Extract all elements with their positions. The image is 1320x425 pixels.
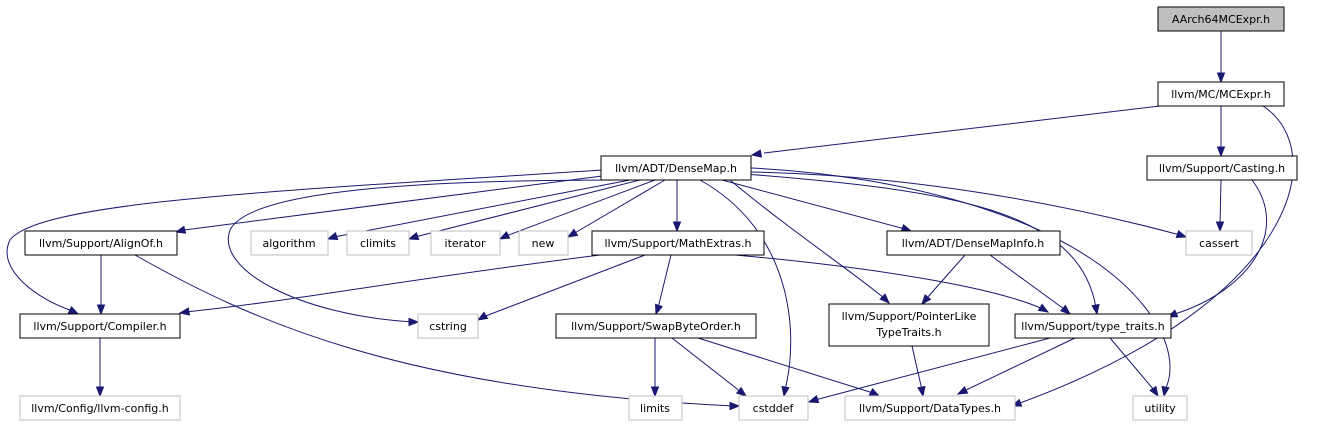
- edge-swapbyteorder-to-datatypes: [697, 337, 881, 397]
- edge-densemap-to-alignof: [174, 174, 611, 234]
- node-compiler[interactable]: llvm/Support/Compiler.h: [19, 313, 181, 339]
- node-densemap[interactable]: llvm/ADT/DenseMap.h: [600, 155, 752, 181]
- node-label: llvm/Config/llvm-config.h: [31, 402, 169, 415]
- edge-densemap-to-iterator: [498, 179, 656, 240]
- edge-densemapinfo-to-pointerlike: [921, 254, 966, 306]
- edge-root-to-mcexpr: [1216, 31, 1226, 84]
- node-label: llvm/MC/MCExpr.h: [1171, 88, 1271, 101]
- node-cstddef[interactable]: cstddef: [738, 395, 809, 421]
- node-label: llvm/Support/SwapByteOrder.h: [571, 320, 741, 333]
- node-casting[interactable]: llvm/Support/Casting.h: [1146, 155, 1298, 181]
- edge-typetraits-to-datatypes: [956, 337, 1076, 395]
- edge-mcexpr-to-densemap: [750, 105, 1161, 158]
- edge-densemap-to-algorithm: [326, 179, 631, 241]
- edge-typetraits-to-utility: [1109, 337, 1159, 398]
- edge-densemap-to-cstddef: [699, 179, 792, 398]
- node-label: llvm/Support/AlignOf.h: [39, 237, 163, 250]
- edge-swapbyteorder-to-cstddef: [671, 337, 748, 397]
- edge-densemap-to-typetraits: [744, 173, 1100, 316]
- node-llvmconfig[interactable]: llvm/Config/llvm-config.h: [19, 395, 181, 421]
- edge-pointerlike-to-datatypes: [911, 345, 926, 398]
- node-label: llvm/Support/Compiler.h: [33, 320, 166, 333]
- edge-densemap-to-climits: [407, 179, 641, 241]
- edge-mathextras-to-compiler: [178, 254, 601, 316]
- node-label-line-1: llvm/Support/PointerLike: [842, 310, 977, 323]
- node-typetraits[interactable]: llvm/Support/type_traits.h: [1014, 313, 1172, 339]
- node-label: cstring: [429, 320, 467, 333]
- node-label: llvm/Support/MathExtras.h: [605, 237, 752, 250]
- edge-mcexpr-to-casting: [1216, 106, 1226, 158]
- node-label: cassert: [1199, 237, 1240, 250]
- node-cstring[interactable]: cstring: [417, 313, 479, 339]
- edge-mathextras-to-cstring: [476, 254, 646, 321]
- node-label: llvm/ADT/DenseMap.h: [615, 162, 737, 175]
- node-cassert[interactable]: cassert: [1185, 230, 1253, 256]
- node-limits[interactable]: limits: [628, 395, 683, 421]
- node-label: new: [532, 237, 555, 250]
- node-label-line-2: TypeTraits.h: [875, 326, 941, 339]
- edge-densemap-to-mathextras: [672, 180, 682, 233]
- edge-typetraits-to-cstddef: [807, 337, 1051, 404]
- edge-mathextras-to-typetraits: [734, 254, 1050, 313]
- node-label: llvm/Support/DataTypes.h: [859, 402, 1001, 415]
- node-label: AArch64MCExpr.h: [1172, 13, 1270, 26]
- node-label: algorithm: [262, 237, 315, 250]
- node-pointerliketypetraits[interactable]: llvm/Support/PointerLike TypeTraits.h: [828, 303, 990, 347]
- node-label: utility: [1144, 402, 1176, 415]
- edge-casting-to-cassert: [1215, 179, 1225, 233]
- edge-mathextras-to-swapbyteorder: [654, 254, 672, 316]
- node-algorithm[interactable]: algorithm: [250, 230, 329, 256]
- edge-densemapinfo-to-typetraits: [989, 254, 1072, 315]
- node-datatypes[interactable]: llvm/Support/DataTypes.h: [844, 395, 1016, 421]
- node-new[interactable]: new: [518, 230, 569, 256]
- edge-densemap-to-utility: [750, 167, 1171, 398]
- node-label: cstddef: [753, 402, 795, 415]
- edge-densemap-to-new: [566, 179, 666, 238]
- node-label: llvm/ADT/DenseMapInfo.h: [902, 237, 1045, 250]
- node-mcexpr[interactable]: llvm/MC/MCExpr.h: [1157, 81, 1285, 107]
- edge-densemap-to-cstring: [227, 179, 621, 327]
- node-climits[interactable]: climits: [346, 230, 410, 256]
- node-iterator[interactable]: iterator: [430, 230, 501, 256]
- node-utility[interactable]: utility: [1132, 395, 1188, 421]
- node-densemapinfo[interactable]: llvm/ADT/DenseMapInfo.h: [886, 230, 1061, 256]
- node-swapbyteorder[interactable]: llvm/Support/SwapByteOrder.h: [555, 313, 757, 339]
- edge-swapbyteorder-to-limits: [650, 338, 660, 398]
- node-label: llvm/Support/type_traits.h: [1021, 320, 1164, 333]
- node-aarch64mcexpr[interactable]: AArch64MCExpr.h: [1157, 6, 1285, 32]
- node-label: llvm/Support/Casting.h: [1159, 162, 1285, 175]
- edge-alignof-to-cstddef: [134, 254, 741, 411]
- node-alignof[interactable]: llvm/Support/AlignOf.h: [24, 230, 178, 256]
- edge-densemap-to-cassert: [750, 171, 1188, 239]
- edge-mcexpr-to-datatypes: [1010, 105, 1294, 407]
- edge-compiler-to-llvmconfig: [95, 338, 105, 398]
- edge-alignof-to-compiler: [96, 255, 106, 316]
- edge-densemap-to-pointerlike: [729, 179, 890, 304]
- node-label: climits: [360, 237, 396, 250]
- node-mathextras[interactable]: llvm/Support/MathExtras.h: [591, 230, 765, 256]
- node-label: limits: [640, 402, 670, 415]
- node-label: iterator: [445, 237, 486, 250]
